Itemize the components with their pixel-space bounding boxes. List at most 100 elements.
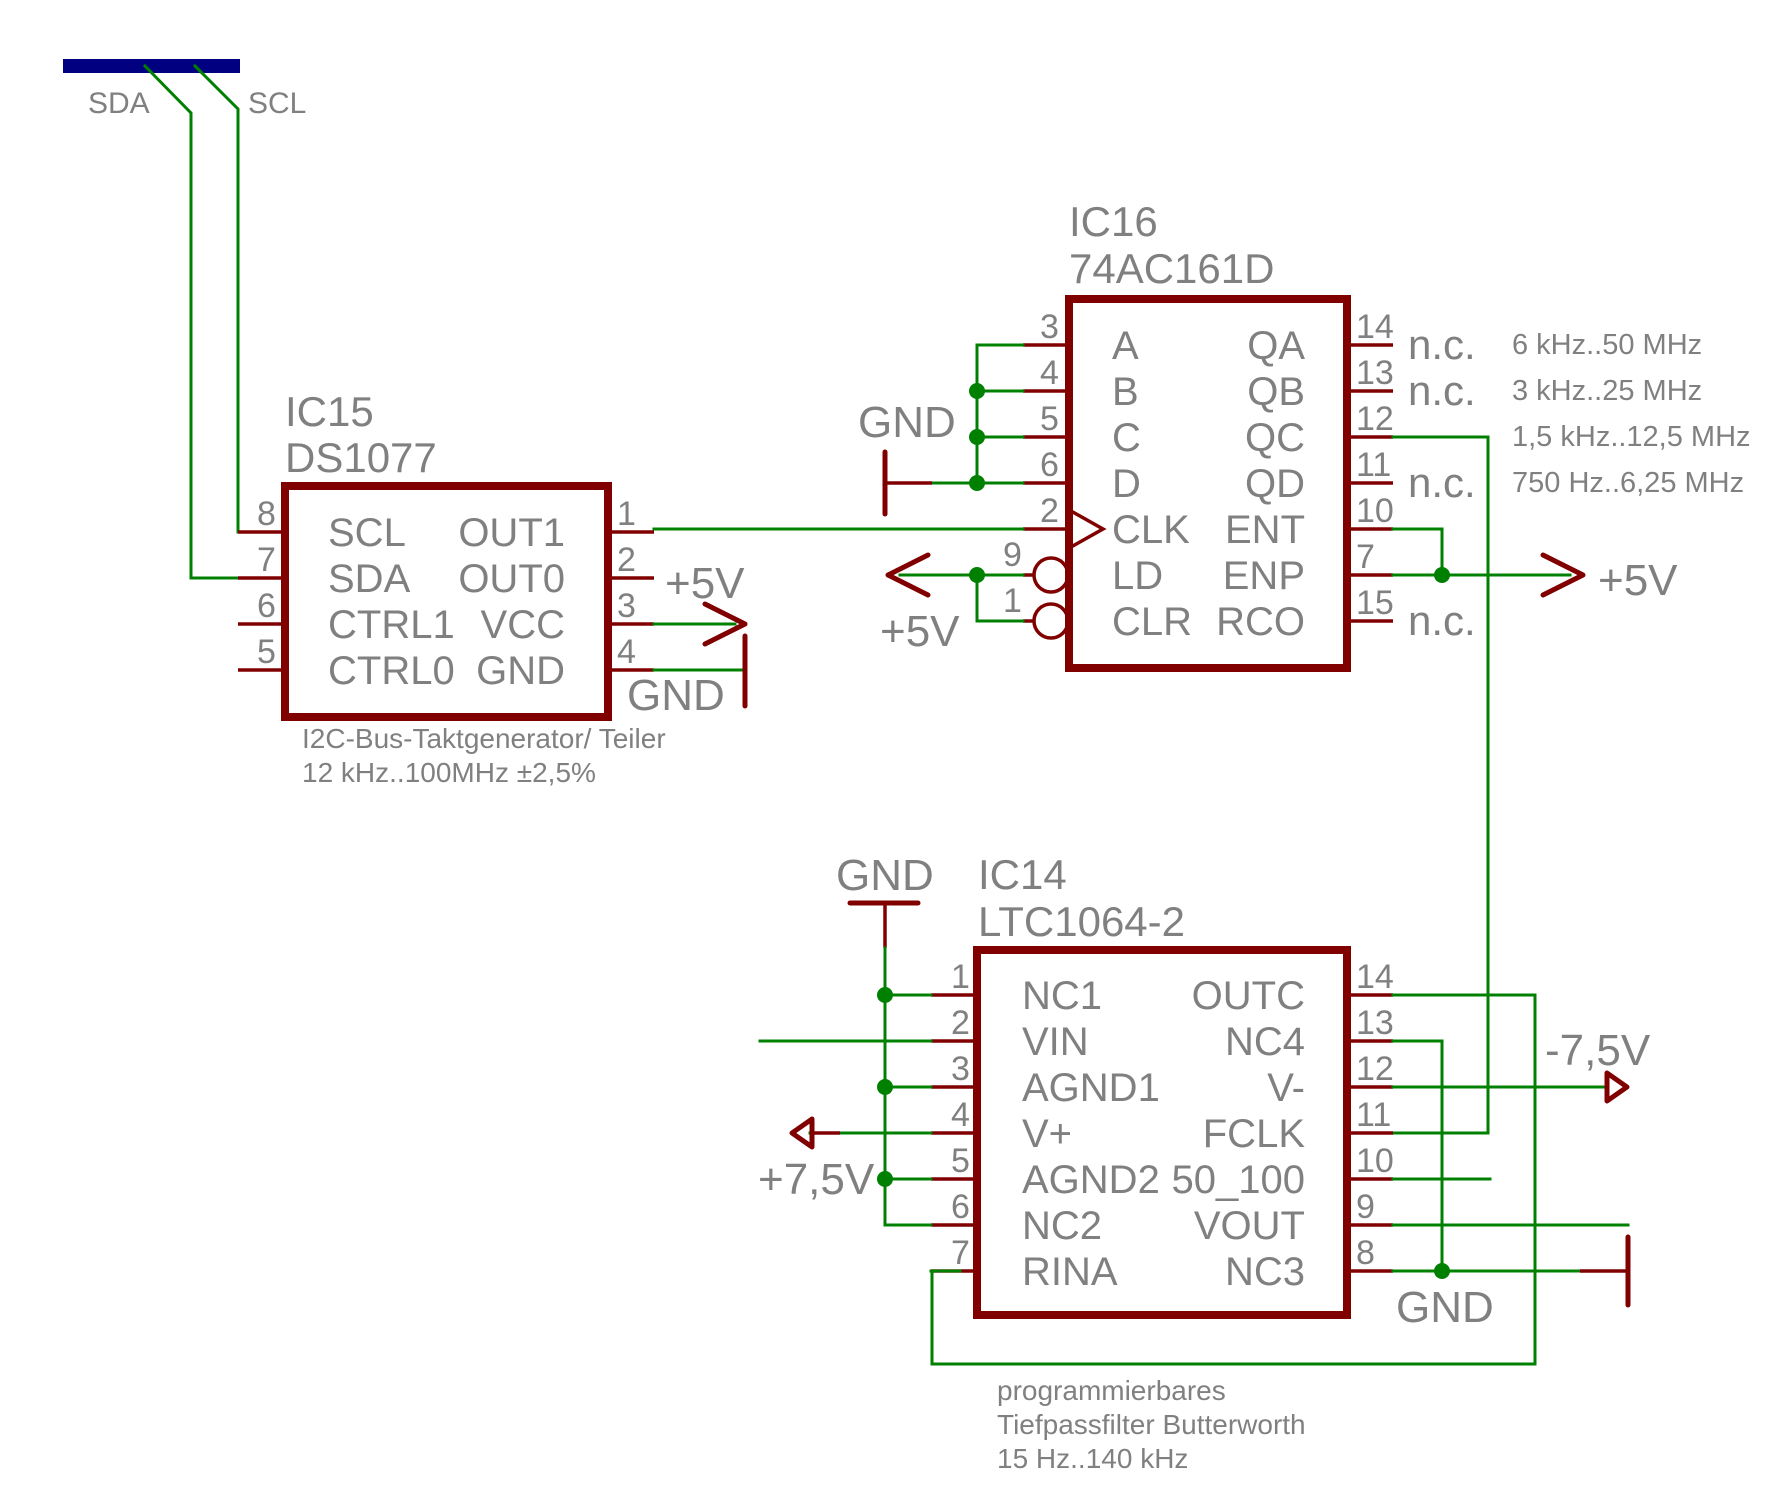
ic16-pin-name: ENT (1225, 508, 1305, 552)
ic14-pin-num: 12 (1356, 1050, 1394, 1088)
wire-scl (192, 63, 287, 534)
freq-note: 1,5 kHz..12,5 MHz (1512, 421, 1751, 453)
wire-rina-outc (930, 993, 1537, 1366)
bus-label-sda: SDA (88, 87, 150, 120)
ic15-note-line: I2C-Bus-Taktgenerator/ Teiler (302, 723, 666, 754)
ic15-pin-name: CTRL0 (328, 649, 455, 693)
ic14-pin-num: 5 (951, 1142, 970, 1180)
ic16-pin-num: 10 (1356, 492, 1394, 530)
ic16-pin-num: 2 (1040, 492, 1059, 530)
ic14-pin-num: 13 (1356, 1004, 1394, 1042)
ic16-pin-num: 12 (1356, 400, 1394, 438)
junction-dot (1434, 1263, 1450, 1279)
ic16-pin-num: 6 (1040, 446, 1059, 484)
ic15-pin-num: 8 (257, 495, 276, 533)
ic16-pin-num: 14 (1356, 308, 1394, 346)
nc-label: n.c. (1408, 367, 1476, 414)
junction-dot (969, 429, 985, 445)
freq-note: 6 kHz..50 MHz (1512, 329, 1702, 361)
net-label-gnd: GND (858, 398, 956, 447)
ic15: IC15 DS1077 8 7 6 5 SCL SDA CTRL1 CTRL0 … (238, 388, 748, 788)
ic14-pin-num: 3 (951, 1050, 970, 1088)
nc-label: n.c. (1408, 321, 1476, 368)
ic16-pin-name: QA (1247, 324, 1305, 368)
ic14-pin-name: AGND2 (1022, 1158, 1160, 1202)
ic14: IC14 LTC1064-2 1 2 3 4 5 6 7 NC1 VIN AGN… (758, 851, 1651, 1474)
ic16-pin-num: 11 (1356, 446, 1391, 484)
bus-label-scl: SCL (248, 87, 306, 120)
ic14-note-line: programmierbares (997, 1375, 1226, 1406)
ic14-ref: IC14 (978, 851, 1067, 898)
ic16-pin-name: CLR (1112, 600, 1192, 644)
net-label-gnd: GND (836, 851, 934, 900)
ic14-part: LTC1064-2 (978, 898, 1185, 945)
ic14-pin-num: 4 (951, 1096, 970, 1134)
freq-note: 3 kHz..25 MHz (1512, 375, 1702, 407)
ic14-pin-num: 7 (951, 1234, 970, 1272)
junction-dot (877, 1079, 893, 1095)
ic15-pin-name: OUT0 (458, 557, 565, 601)
ic16-pin-name: LD (1112, 554, 1163, 598)
ic15-pin-num: 3 (617, 587, 636, 625)
ic14-pin-num: 2 (951, 1004, 970, 1042)
net-label-plus5: +5V (880, 607, 960, 656)
net-label-plus5: +5V (1598, 556, 1678, 605)
junction-dot (877, 987, 893, 1003)
ic14-pin-num: 1 (951, 958, 970, 996)
ic16-pin-num: 4 (1040, 354, 1059, 392)
ic14-minus75-arrow-icon (1604, 1070, 1630, 1104)
ic16-pin-name: C (1112, 416, 1141, 460)
ic14-pin-num: 10 (1356, 1142, 1394, 1180)
ic15-note-line: 12 kHz..100MHz ±2,5% (302, 757, 596, 788)
ic16-pin-name: D (1112, 462, 1141, 506)
ic14-pin-num: 14 (1356, 958, 1394, 996)
ic16-body (1065, 295, 1351, 672)
ic16-pin-num: 3 (1040, 308, 1059, 346)
ic16-pin-num: 1 (1003, 582, 1022, 620)
net-label-gnd: GND (1396, 1283, 1494, 1332)
freq-note: 750 Hz..6,25 MHz (1512, 467, 1744, 499)
ic16-pin-name: QD (1245, 462, 1305, 506)
junction-dot (969, 567, 985, 583)
junction-dot (877, 1171, 893, 1187)
ic16-clr-bubble-icon (1032, 602, 1070, 640)
wire-ld-clr (975, 573, 1025, 623)
ic16-pin-num: 7 (1356, 538, 1375, 576)
ic16-pin-name: RCO (1216, 600, 1305, 644)
ic15-pin-num: 5 (257, 633, 276, 671)
ic16-enp-arrow-icon (1540, 552, 1586, 598)
ic15-pin-name: VCC (481, 603, 565, 647)
ic15-pin-num: 7 (257, 541, 276, 579)
ic16-plus5-arrow-icon (885, 552, 931, 598)
ic14-pin-num: 8 (1356, 1234, 1375, 1272)
net-label-minus75: -7,5V (1545, 1026, 1651, 1075)
ic14-pin-name: NC4 (1225, 1020, 1305, 1064)
ic15-pin-name: SCL (328, 511, 406, 555)
ic16-pin-num: 15 (1356, 584, 1394, 622)
junction-dot (969, 475, 985, 491)
ic16-pin-num: 9 (1003, 536, 1022, 574)
ic16: IC16 74AC161D 3 4 5 6 2 9 1 A B C D CLK … (652, 198, 1751, 1135)
ic14-pin-name: RINA (1022, 1250, 1118, 1294)
junction-dot (1434, 567, 1450, 583)
ic14-pin-name: 50_100 (1172, 1158, 1305, 1202)
net-label-plus75: +7,5V (758, 1155, 875, 1204)
ic15-pin-name: CTRL1 (328, 603, 455, 647)
ic16-pin-name: A (1112, 324, 1139, 368)
ic15-part: DS1077 (285, 434, 437, 481)
ic14-pin-name: VIN (1022, 1020, 1089, 1064)
wire-ic14-nc4 (1391, 1039, 1444, 1273)
ic14-pin-num: 9 (1356, 1188, 1375, 1226)
ic14-pin-name: OUTC (1192, 974, 1305, 1018)
ic16-pin-num: 13 (1356, 354, 1394, 392)
ic16-ref: IC16 (1069, 198, 1158, 245)
ic15-pin-name: OUT1 (458, 511, 565, 555)
ic15-ref: IC15 (285, 388, 374, 435)
ic14-note-line: Tiefpassfilter Butterworth (997, 1409, 1306, 1440)
ic14-pin-name: NC3 (1225, 1250, 1305, 1294)
ic15-body (281, 482, 612, 721)
ic14-pin-num: 11 (1356, 1096, 1391, 1134)
nc-label: n.c. (1408, 459, 1476, 506)
ic14-pin-name: V- (1267, 1066, 1305, 1110)
